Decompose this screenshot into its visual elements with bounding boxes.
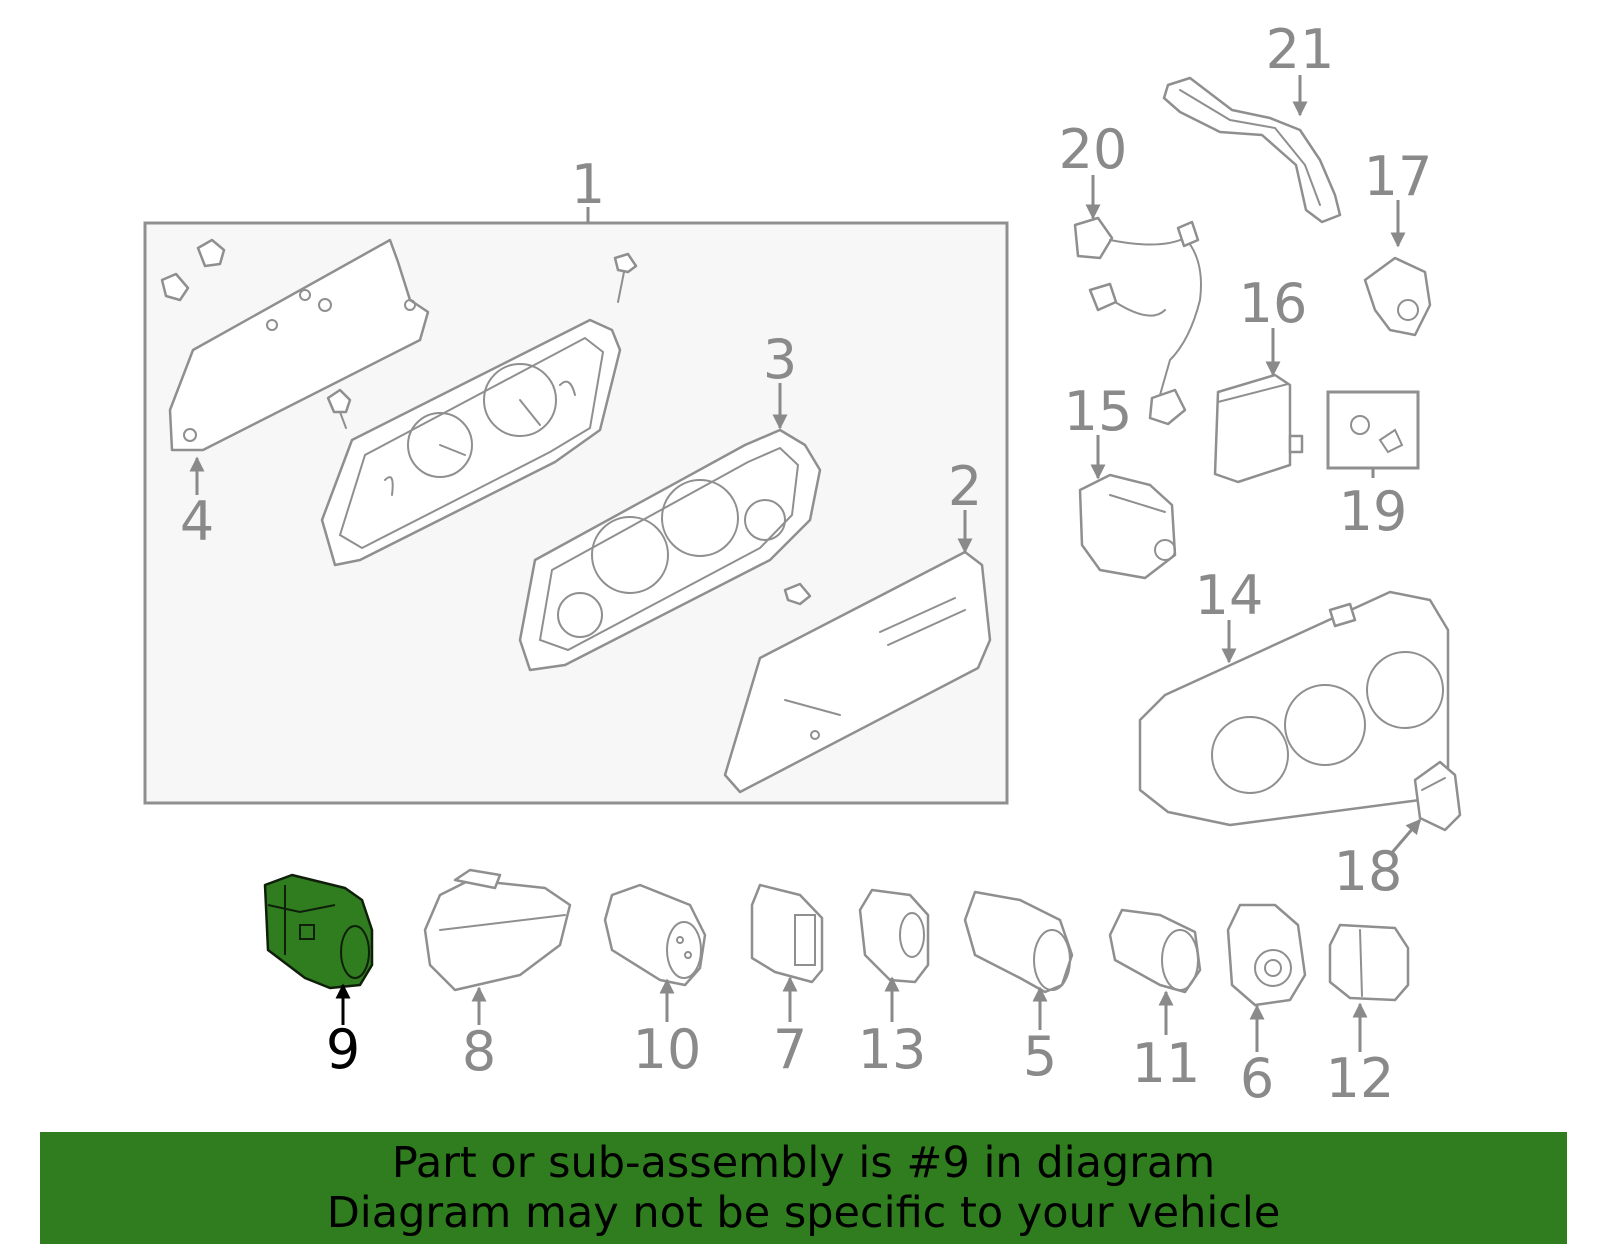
callout-19: 19 [1339, 480, 1408, 543]
callout-15: 15 [1064, 380, 1133, 443]
part-13-switch[interactable] [858, 888, 930, 984]
part-5-switch[interactable] [963, 890, 1074, 994]
callout-11: 11 [1132, 1032, 1201, 1095]
callout-12: 12 [1326, 1047, 1395, 1110]
part-21-harness[interactable] [1162, 76, 1342, 224]
part-17-sensor[interactable] [1363, 256, 1432, 337]
banner-line-2: Diagram may not be specific to your vehi… [326, 1188, 1281, 1238]
callout-17: 17 [1364, 145, 1433, 208]
part-15-switch[interactable] [1078, 473, 1177, 580]
callout-3: 3 [763, 328, 797, 391]
callout-10: 10 [633, 1018, 702, 1081]
part-19-box[interactable] [1326, 390, 1420, 478]
part-9-switch-highlighted[interactable] [263, 873, 374, 990]
part-4-clips[interactable] [160, 238, 812, 606]
info-banner: Part or sub-assembly is #9 in diagram Di… [40, 1132, 1567, 1244]
callout-2: 2 [948, 455, 982, 518]
callout-7: 7 [773, 1018, 807, 1081]
callout-14: 14 [1195, 564, 1264, 627]
callout-8: 8 [462, 1020, 496, 1083]
leader-arrows [189, 75, 1422, 1052]
part-18-knob[interactable] [1413, 760, 1462, 832]
callout-18: 18 [1334, 840, 1403, 903]
part-10-switch[interactable] [603, 883, 707, 987]
callout-4: 4 [180, 490, 214, 553]
callout-13: 13 [858, 1018, 927, 1081]
callout-20: 20 [1059, 118, 1128, 181]
part-12-switch[interactable] [1328, 923, 1410, 1002]
cluster-housing[interactable] [320, 318, 622, 567]
callout-21: 21 [1266, 18, 1335, 81]
part-2-lens[interactable] [723, 550, 992, 794]
callout-16: 16 [1239, 272, 1308, 335]
callout-1: 1 [571, 153, 605, 216]
part-7-switch[interactable] [750, 883, 824, 984]
callout-5: 5 [1023, 1025, 1057, 1088]
callout-labels: 1 2 3 4 5 6 7 8 9 10 11 12 13 14 15 16 1… [180, 18, 1433, 1110]
part-14-cluster[interactable] [1138, 590, 1450, 827]
callout-6: 6 [1240, 1047, 1274, 1110]
part-8-switch[interactable] [423, 868, 572, 992]
part-20-harness[interactable] [1073, 216, 1202, 426]
part-16-module[interactable] [1213, 373, 1304, 484]
part-6-switch[interactable] [1226, 903, 1307, 1007]
part-3-cluster-face[interactable] [518, 428, 822, 672]
part-4-back-panel[interactable] [168, 238, 430, 452]
callout-9: 9 [326, 1018, 360, 1081]
banner-line-1: Part or sub-assembly is #9 in diagram [391, 1138, 1216, 1188]
part-11-switch[interactable] [1108, 908, 1202, 994]
